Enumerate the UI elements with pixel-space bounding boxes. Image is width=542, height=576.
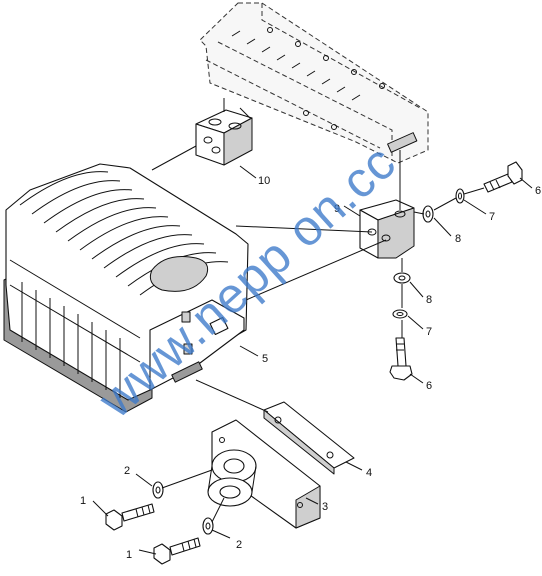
bolt-part-6-lower	[389, 337, 413, 381]
bolt-part-1-lower	[153, 537, 201, 565]
hitch-bracket-part-3	[207, 419, 321, 529]
callout-2-lower: 2	[236, 539, 242, 551]
callout-3: 3	[322, 501, 328, 513]
callout-7-upper: 7	[489, 211, 495, 223]
callout-labels: 1 1 2 2 3 4 5 6 6 7 7 8 8 9 10	[80, 175, 541, 561]
callout-1-lower: 1	[126, 549, 132, 561]
lockwasher-part-7-upper	[455, 188, 465, 204]
callout-8-upper: 8	[455, 233, 461, 245]
bolt-part-6-upper	[483, 161, 523, 193]
washer-part-2-upper	[152, 481, 164, 499]
assembly-lines	[151, 98, 485, 523]
weight-handle-slot	[149, 256, 209, 292]
callout-leaders	[92, 165, 533, 555]
spacer-block-part-10	[195, 109, 253, 166]
callout-6-lower: 6	[426, 380, 432, 392]
callout-9: 9	[334, 203, 340, 215]
washer-part-8-upper	[422, 205, 434, 223]
callout-5: 5	[262, 353, 268, 365]
bolt-part-1-upper	[105, 503, 155, 531]
suitcase-weight-stack-part-5	[3, 163, 249, 413]
tractor-frame-phantom	[199, 2, 429, 164]
weight-end-face	[149, 299, 245, 391]
frame-bolt-holes	[267, 27, 385, 130]
callout-8-lower: 8	[426, 294, 432, 306]
washer-part-2-lower	[202, 517, 214, 535]
callout-6-upper: 6	[535, 185, 541, 197]
frame-slots	[231, 30, 361, 101]
lockwasher-part-7-lower	[392, 309, 408, 319]
washer-part-8-lower	[393, 272, 411, 284]
callout-2-upper: 2	[124, 465, 130, 477]
base-plate-part-4	[263, 401, 355, 475]
callout-7-lower: 7	[426, 326, 432, 338]
callout-1-upper: 1	[80, 495, 86, 507]
mounting-bracket-part-9	[359, 199, 415, 259]
frame-logo-plate	[387, 132, 418, 153]
callout-10: 10	[258, 175, 270, 187]
callout-4: 4	[366, 467, 372, 479]
